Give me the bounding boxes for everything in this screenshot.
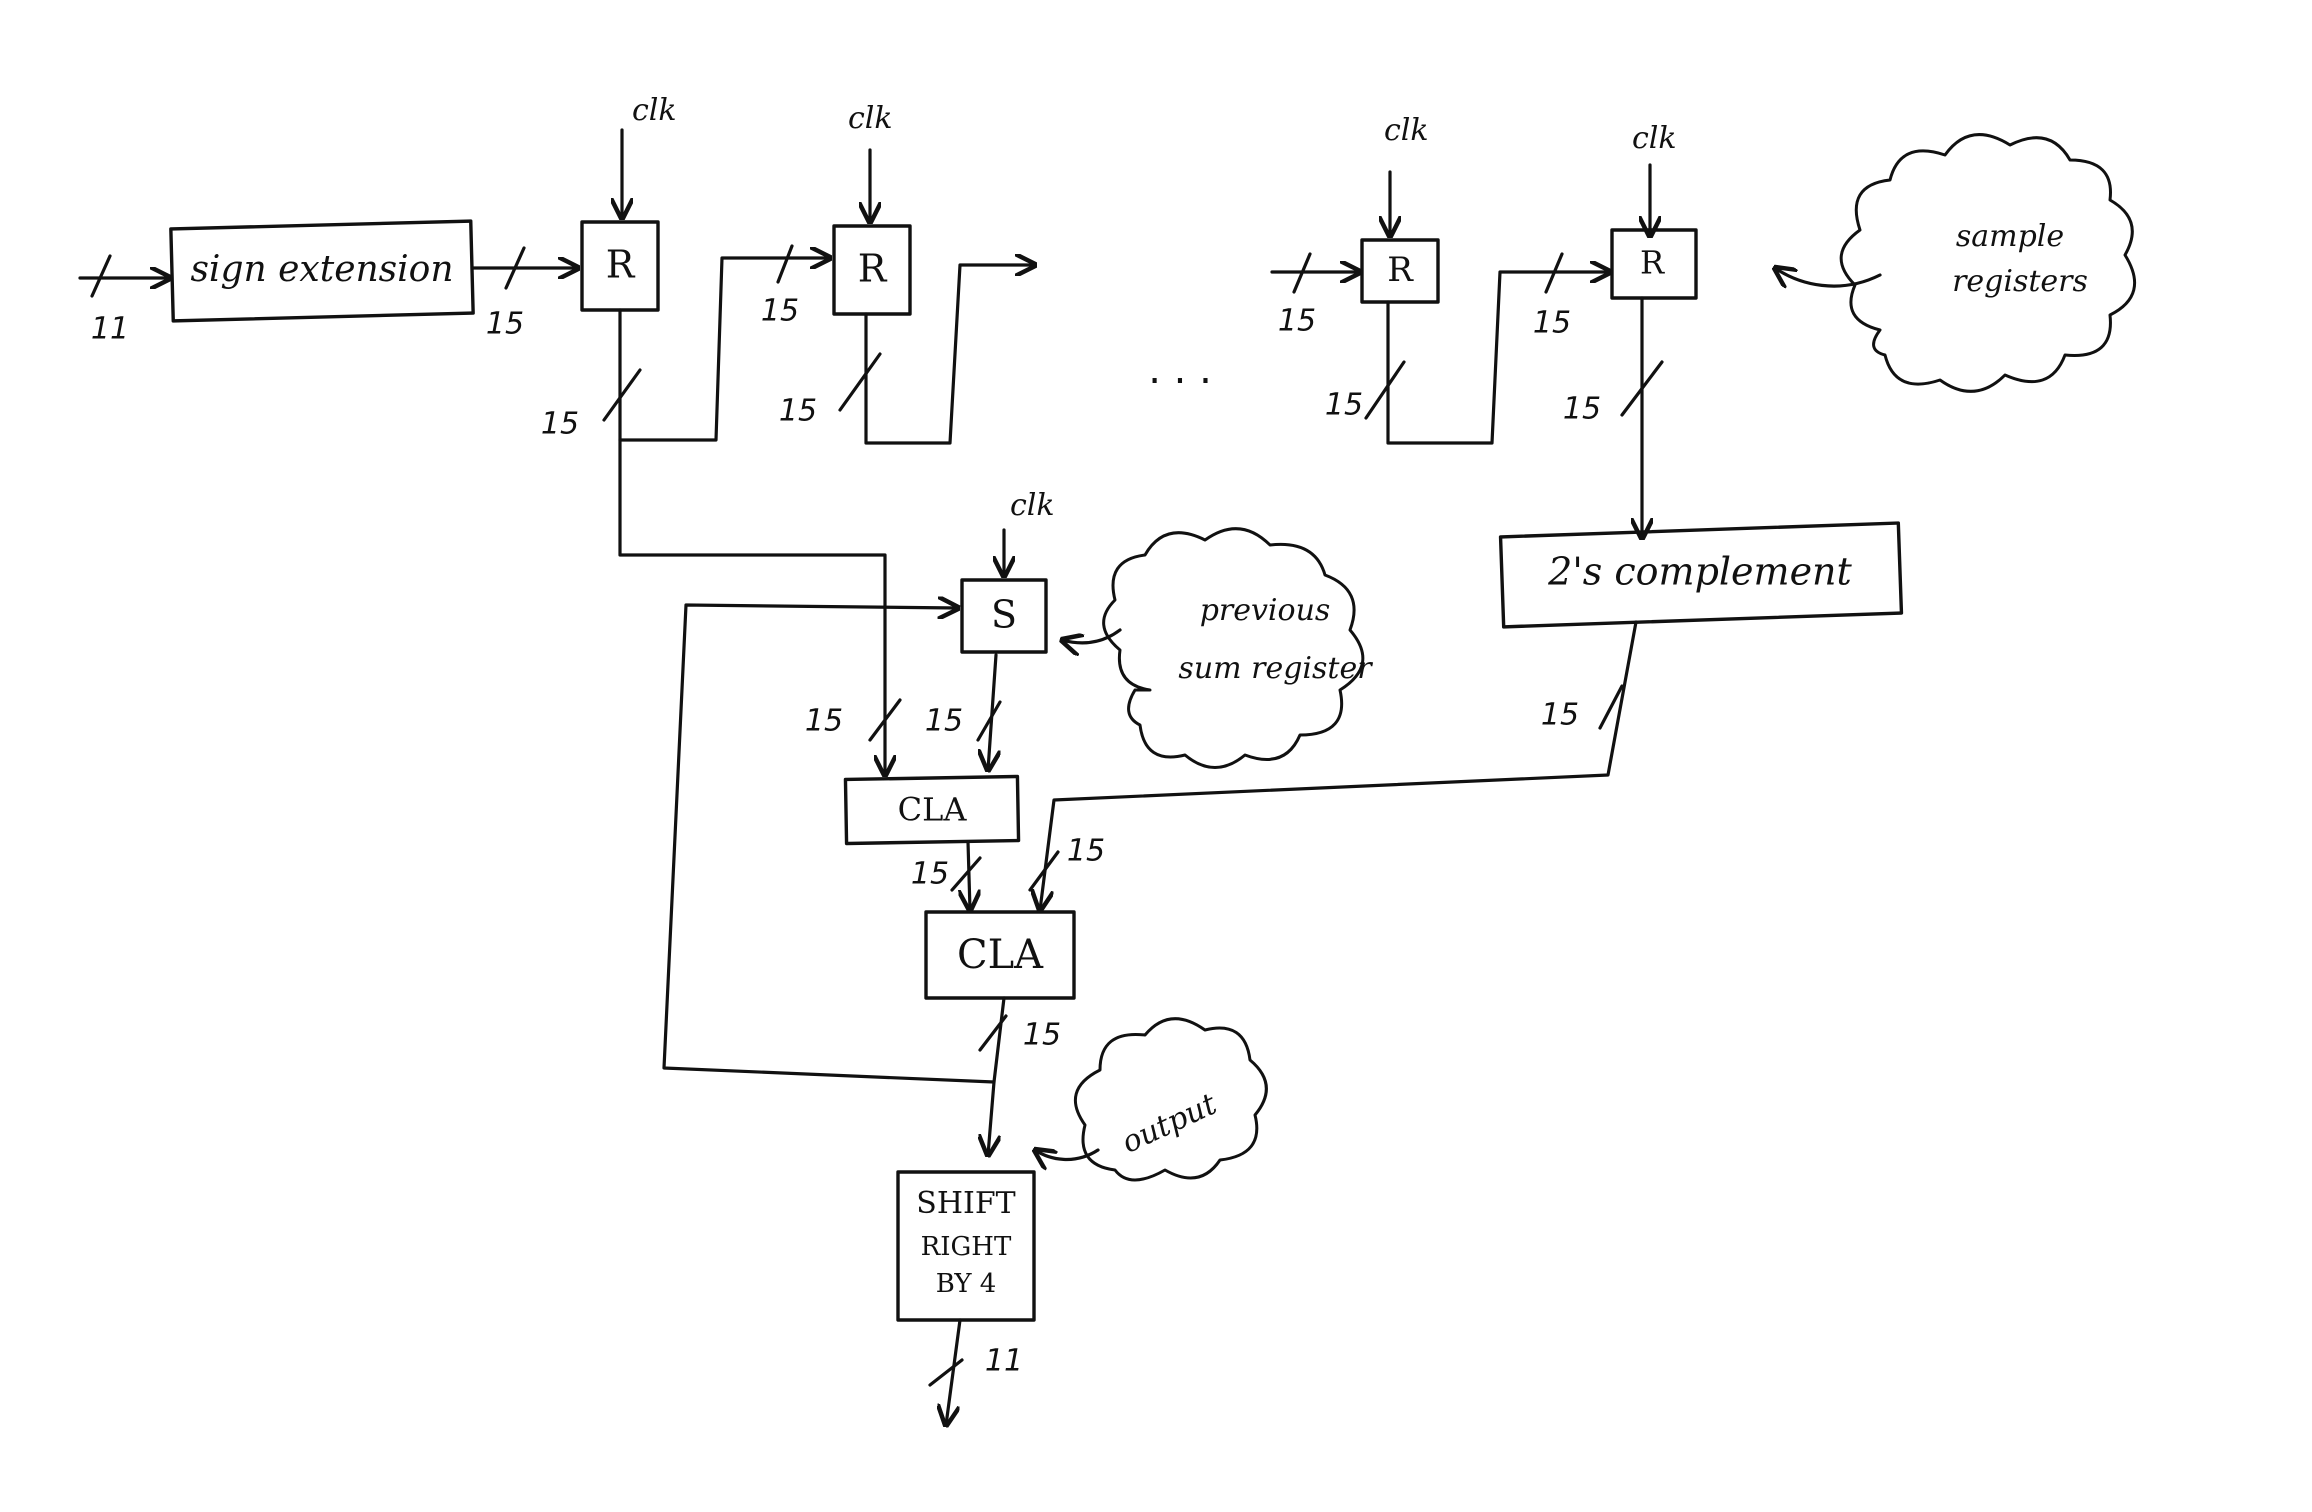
cla-1-block: CLA [843, 774, 1021, 846]
cla-1-out-width: 15 [911, 857, 949, 892]
register-n-tap-width: 15 [1563, 392, 1601, 427]
twos-complement-output-wires: 15 [1040, 620, 1638, 910]
sum-register-output-wire: 15 15 [805, 653, 1002, 770]
shift-right-line-2: RIGHT [921, 1232, 1012, 1262]
twos-complement-out-width: 15 [1541, 698, 1579, 733]
register-1: R clk [580, 93, 677, 312]
output-width-label: 11 [985, 1344, 1023, 1379]
register-n-minus-1-output-wires: 15 15 [1325, 252, 1610, 445]
previous-sum-line-1: previous [1200, 593, 1331, 628]
sum-register-out-width: 15 [925, 704, 963, 739]
shift-right-line-3: BY 4 [936, 1269, 997, 1299]
cla-1-output-wire: 15 15 [911, 834, 1105, 911]
register-n: R clk [1610, 121, 1698, 300]
shift-right-line-1: SHIFT [916, 1186, 1015, 1221]
register-n-minus-1-in-width: 15 [1278, 304, 1316, 339]
register-1-clock-label: clk [632, 93, 677, 128]
register-n-minus-1-clock-label: clk [1384, 113, 1429, 148]
cla-2-in-width: 15 [1067, 834, 1105, 869]
sum-register-label: S [991, 593, 1017, 637]
register-n-label: R [1640, 244, 1665, 282]
sign-extension-label: sign extension [190, 249, 453, 290]
register-n-minus-1-tap-width: 15 [1325, 388, 1363, 423]
register-1-label: R [606, 243, 636, 287]
output-note-label: output [1117, 1086, 1223, 1160]
cla-2-label: CLA [957, 932, 1044, 978]
sum-register: S clk [960, 488, 1055, 654]
register-2-tap-width: 15 [779, 394, 817, 429]
previous-sum-line-2: sum register [1178, 651, 1373, 686]
register-2-output-wires: 15 [779, 265, 1035, 445]
register-1-output-wires: 15 15 [541, 244, 885, 775]
input-wire: 11 [78, 254, 170, 347]
register-2-clock-label: clk [848, 101, 893, 136]
register-2-label: R [858, 247, 888, 291]
register-1-out-width: 15 [761, 294, 799, 329]
extended-wire: 15 [470, 246, 578, 342]
input-width-label: 11 [91, 312, 129, 347]
previous-sum-register-note: previous sum register [1062, 527, 1373, 769]
twos-complement-block: 2's complement [1498, 521, 1904, 629]
register-n-output-wires: 15 [1563, 296, 1664, 538]
cla-2-block: CLA [924, 910, 1076, 1000]
register-1-tap-width-2: 15 [805, 704, 843, 739]
sample-registers-note: sample registers [1775, 133, 2137, 393]
register-n-minus-1: 15 R clk [1270, 113, 1440, 339]
output-wire: 11 [928, 1318, 1023, 1425]
register-n-minus-1-label: R [1387, 250, 1414, 290]
twos-complement-label: 2's complement [1547, 550, 1852, 594]
register-n-minus-1-out-width: 15 [1533, 306, 1571, 341]
output-note: output [1035, 1017, 1268, 1182]
cla-1-label: CLA [898, 791, 968, 829]
extended-width-label: 15 [486, 307, 524, 342]
register-1-tap-width: 15 [541, 407, 579, 442]
ellipsis: . . . [1148, 347, 1212, 393]
sum-register-clock-label: clk [1010, 488, 1055, 523]
register-2: R clk [832, 101, 912, 316]
shift-right-block: SHIFT RIGHT BY 4 [896, 1170, 1036, 1322]
sign-extension-block: sign extension [169, 219, 475, 323]
cla-2-output-wires: 15 [662, 605, 1061, 1155]
register-n-clock-label: clk [1632, 121, 1677, 156]
cla-2-out-width: 15 [1023, 1018, 1061, 1053]
sample-registers-line-1: sample [1956, 219, 2064, 254]
sample-registers-line-2: registers [1952, 264, 2088, 299]
